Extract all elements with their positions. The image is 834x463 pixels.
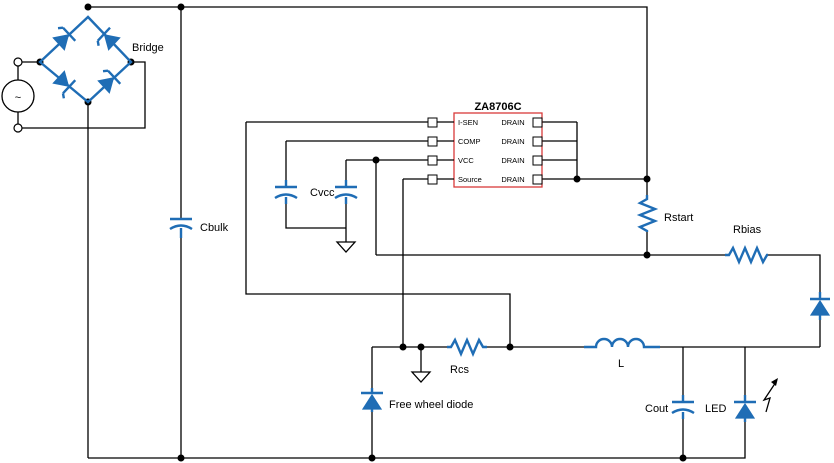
inductor-label: L (618, 358, 624, 370)
bridge-label: Bridge (132, 42, 164, 54)
rcs-ground-icon (410, 371, 432, 383)
ic-pin-drain-4: DRAIN (501, 175, 524, 184)
bridge-diode-top-left (52, 26, 77, 51)
ac-source-symbol: ~ (15, 92, 21, 104)
ground-icon (335, 241, 357, 253)
wires (17, 6, 821, 459)
ic-pin-drain-2: DRAIN (501, 137, 524, 146)
rcs-resistor: Rcs (447, 336, 487, 376)
rstart-resistor: Rstart (636, 195, 693, 233)
cvcc-label: Cvcc (310, 187, 335, 199)
led: LED (705, 378, 778, 422)
ic-pin-drain-1: DRAIN (501, 118, 524, 127)
light-emission-arrow-icon (762, 378, 778, 413)
ic-pin-isen: I-SEN (458, 118, 478, 127)
bridge-rectifier: Bridge (38, 15, 164, 104)
ic-za8706c: ZA8706C I-SEN COMP VCC Source DRAIN DRAI… (427, 101, 543, 188)
bridge-diode-bottom-right (97, 69, 122, 94)
cbulk-label: Cbulk (200, 222, 229, 234)
cvcc-capacitors: Cvcc (274, 180, 358, 204)
ac-source: ~ (1, 57, 35, 133)
cout-capacitor: Cout (645, 395, 695, 419)
bridge-diode-top-right (96, 26, 121, 51)
ic-pin-vcc: VCC (458, 156, 474, 165)
led-label: LED (705, 403, 726, 415)
ic-name: ZA8706C (474, 101, 521, 113)
rbias-resistor: Rbias (725, 224, 769, 266)
free-wheel-diode-label: Free wheel diode (389, 399, 473, 411)
cbulk-capacitor: Cbulk (169, 217, 229, 238)
cout-label: Cout (645, 403, 668, 415)
ic-pin-source: Source (458, 175, 482, 184)
bridge-diode-bottom-left (52, 70, 77, 99)
ic-pin-comp: COMP (458, 137, 481, 146)
free-wheel-diode: Free wheel diode (361, 388, 473, 412)
rbias-label: Rbias (733, 224, 762, 236)
rcs-label: Rcs (450, 364, 469, 376)
bias-diode (809, 292, 831, 320)
inductor-l: L (584, 337, 660, 370)
ic-pin-drain-3: DRAIN (501, 156, 524, 165)
rstart-label: Rstart (664, 212, 693, 224)
